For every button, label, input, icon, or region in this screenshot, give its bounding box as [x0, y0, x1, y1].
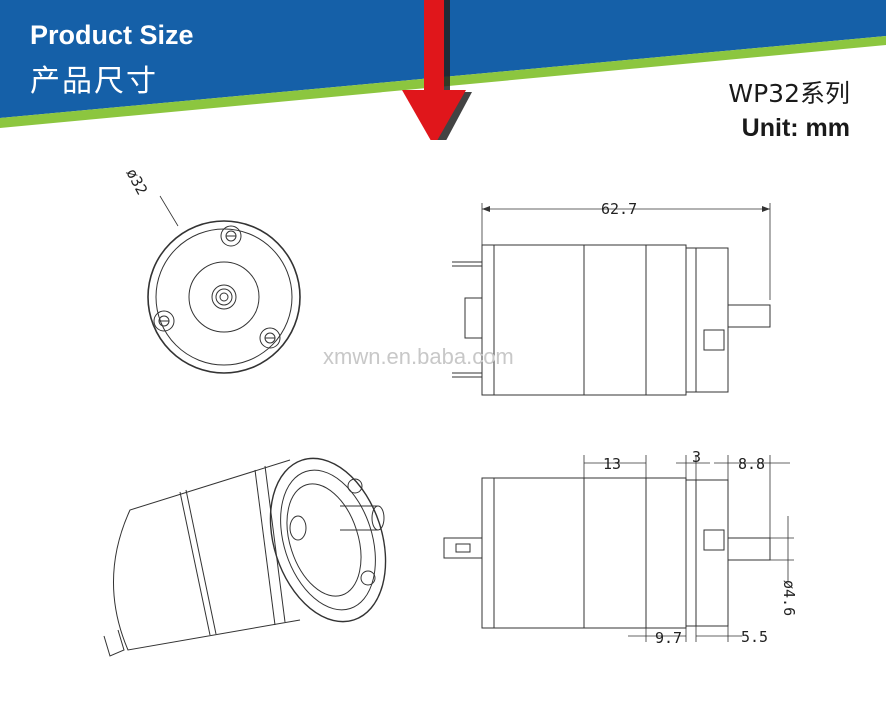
down-arrow-shaft [424, 0, 444, 90]
shaft-length-label: 8.8 [738, 455, 765, 473]
banner-background [0, 0, 886, 150]
flange-width-label: 5.5 [741, 628, 768, 646]
lower-segment-label: 9.7 [655, 629, 682, 647]
side-view-bottom [443, 455, 794, 642]
down-arrow-head [402, 90, 466, 146]
title-english: Product Size [30, 20, 194, 50]
watermark-text: xmwn.en.baba.com [323, 344, 514, 369]
diameter-label: ø32 [122, 165, 151, 197]
front-view [147, 195, 301, 374]
side-view-top [452, 203, 771, 396]
title-chinese: 产品尺寸 [30, 64, 158, 99]
body-segment-label: 13 [603, 455, 621, 473]
header-banner: Product Size 产品尺寸 [0, 0, 886, 150]
series-label: WP32系列 [728, 79, 850, 108]
unit-label: Unit: mm [741, 114, 850, 142]
shaft-diameter-label: ø4.6 [780, 580, 798, 616]
overall-length-label: 62.7 [601, 200, 637, 218]
flange-gap-label: 3 [692, 448, 701, 466]
isometric-view [103, 457, 387, 657]
